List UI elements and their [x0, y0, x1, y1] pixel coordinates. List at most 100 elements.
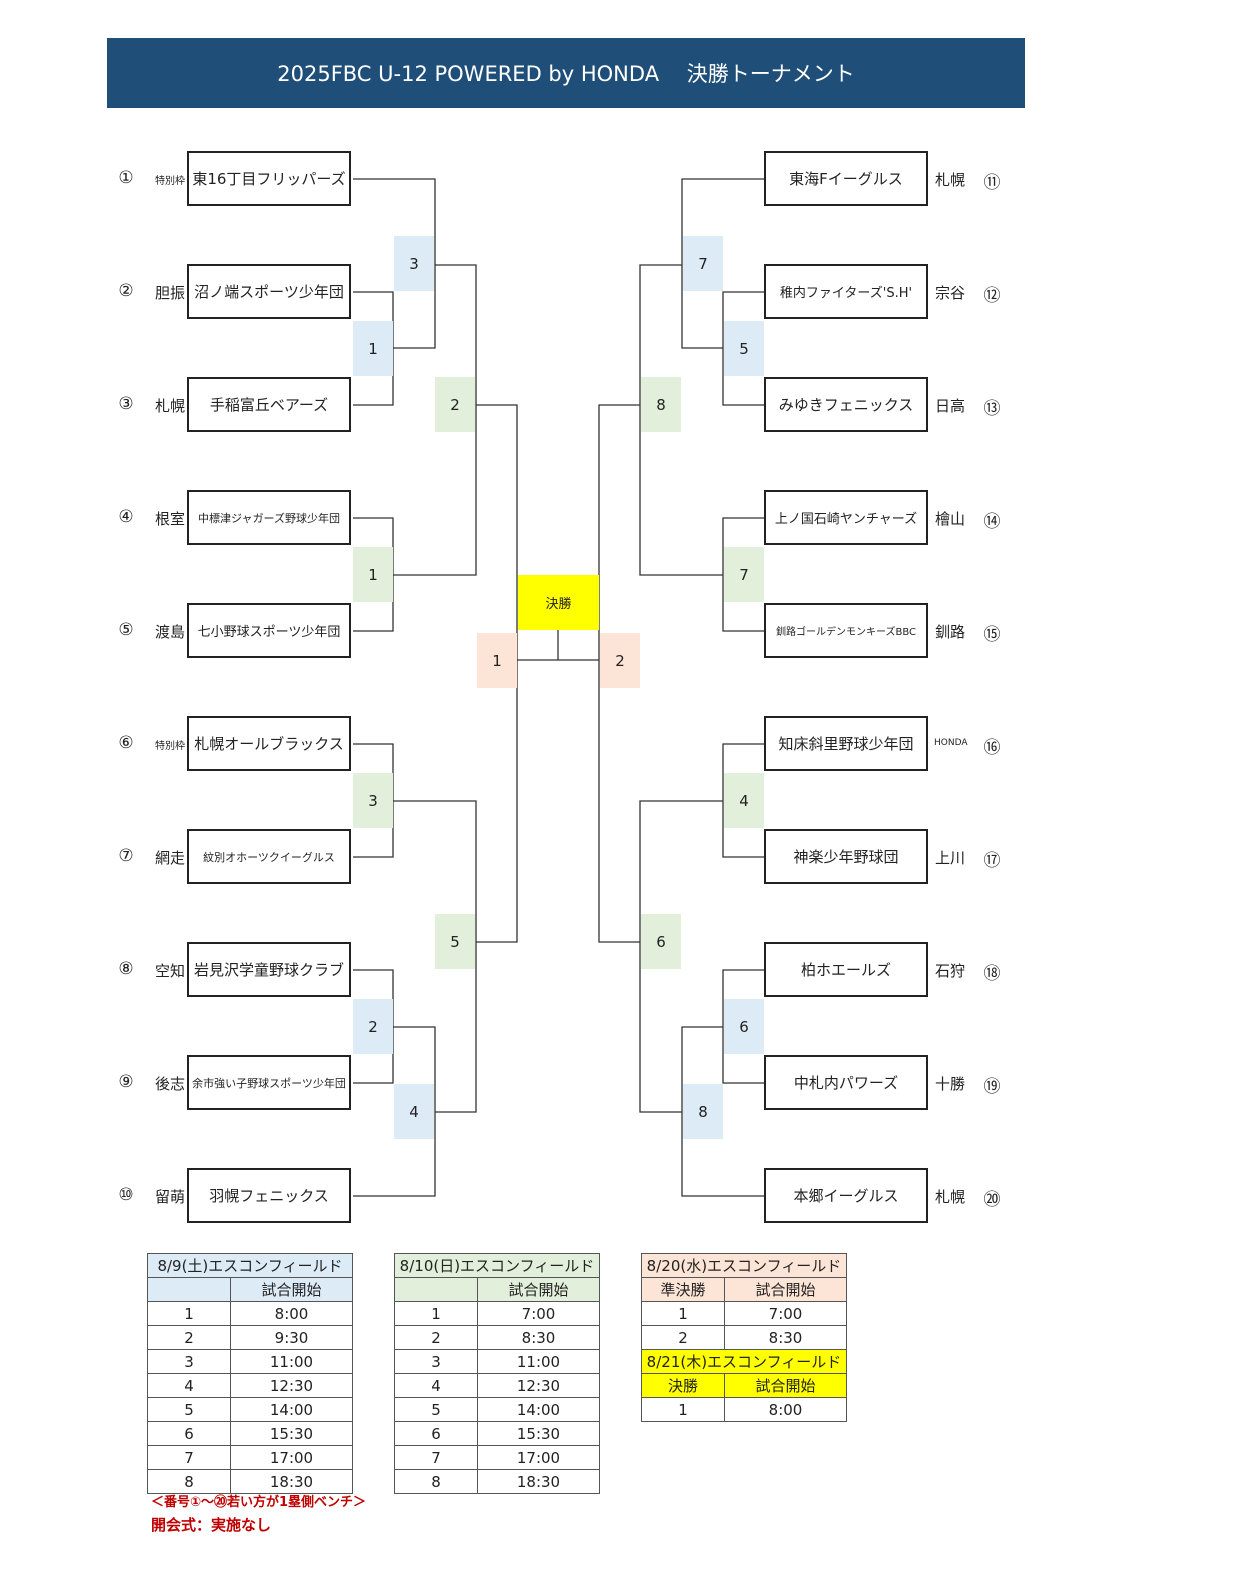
- team-region: HONDA: [934, 738, 968, 748]
- match-box-day1-1: 1: [353, 321, 393, 376]
- seed-number: ②: [118, 281, 134, 301]
- bench-note: ＜番号①～⑳若い方が1塁側ベンチ＞: [151, 1495, 367, 1510]
- team-region: 十勝: [935, 1075, 966, 1093]
- team-region: 宗谷: [935, 284, 966, 302]
- seed-number: ⑫: [983, 286, 1001, 306]
- team-name: 沼ノ端スポーツ少年団: [187, 264, 351, 319]
- match-box-day1-8: 8: [683, 1084, 723, 1139]
- team-name: 岩見沢学童野球クラブ: [187, 942, 351, 997]
- seed-number: ⑬: [983, 399, 1001, 419]
- seed-number: ③: [118, 394, 134, 414]
- team-region: 特別枠: [155, 176, 185, 187]
- seed-number: ⑥: [118, 733, 134, 753]
- final-box: 決勝: [518, 575, 599, 630]
- team-name: 本郷イーグルス: [764, 1168, 928, 1223]
- team-region: 石狩: [935, 962, 966, 980]
- match-box-day1-7: 7: [683, 236, 723, 291]
- schedule-header: 8/10(日)エスコンフィールド: [394, 1253, 600, 1278]
- seed-number: ⑳: [983, 1190, 1001, 1210]
- team-name: 釧路ゴールデンモンキーズBBC: [764, 603, 928, 658]
- page-title: 2025FBC U-12 POWERED by HONDA 決勝トーナメント: [107, 38, 1025, 108]
- schedule-header-semifinal: 8/20(水)エスコンフィールド: [641, 1253, 847, 1278]
- seed-number: ⑱: [983, 964, 1001, 984]
- match-box-day2-8: 8: [641, 377, 681, 432]
- seed-number: ⑧: [118, 959, 134, 979]
- team-region: 特別枠: [155, 741, 185, 752]
- column-header-time: 試合開始: [724, 1277, 847, 1302]
- seed-number: ①: [118, 168, 134, 188]
- match-box-day1-4: 4: [394, 1084, 434, 1139]
- team-name: みゆきフェニックス: [764, 377, 928, 432]
- semifinal-box-2: 2: [600, 633, 640, 688]
- team-region: 札幌: [935, 1188, 966, 1206]
- team-name: 柏ホエールズ: [764, 942, 928, 997]
- seed-number: ⑨: [118, 1072, 134, 1092]
- match-box-day2-4: 4: [724, 773, 764, 828]
- match-box-day1-2: 2: [353, 999, 393, 1054]
- team-region: 空知: [154, 962, 185, 980]
- team-region: 上川: [935, 849, 966, 867]
- seed-number: ⑰: [983, 851, 1001, 871]
- team-region: 日高: [935, 397, 966, 415]
- match-box-day2-3: 3: [353, 773, 393, 828]
- team-region: 胆振: [154, 284, 185, 302]
- team-region: 釧路: [935, 623, 966, 641]
- team-name: 上ノ国石崎ヤンチャーズ: [764, 490, 928, 545]
- team-name: 羽幌フェニックス: [187, 1168, 351, 1223]
- ceremony-note: 開会式：実施なし: [151, 1516, 272, 1534]
- seed-number: ⑲: [983, 1077, 1001, 1097]
- team-region: 檜山: [935, 510, 966, 528]
- team-region: 留萌: [154, 1188, 185, 1206]
- semifinal-box-1: 1: [477, 633, 517, 688]
- team-name: 紋別オホーツクイーグルス: [187, 829, 351, 884]
- schedule-header: 8/9(土)エスコンフィールド: [147, 1253, 353, 1278]
- schedule-header-final: 8/21(木)エスコンフィールド: [641, 1349, 847, 1374]
- team-name: 中札内パワーズ: [764, 1055, 928, 1110]
- match-box-day1-3: 3: [394, 236, 434, 291]
- team-region: 渡島: [154, 623, 185, 641]
- column-header-time: 試合開始: [724, 1373, 847, 1398]
- team-name: 東海Fイーグルス: [764, 151, 928, 206]
- team-name: 手稲富丘ベアーズ: [187, 377, 351, 432]
- team-region: 札幌: [935, 171, 966, 189]
- seed-number: ⑮: [983, 625, 1001, 645]
- seed-number: ⑦: [118, 846, 134, 866]
- seed-number: ⑤: [118, 620, 134, 640]
- column-header-match: 決勝: [641, 1373, 725, 1398]
- match-box-day2-1: 1: [353, 547, 393, 602]
- team-region: 後志: [154, 1075, 185, 1093]
- team-region: 札幌: [154, 397, 185, 415]
- seed-number: ⑭: [983, 512, 1001, 532]
- match-box-day2-5: 5: [435, 914, 475, 969]
- team-name: 中標津ジャガーズ野球少年団: [187, 490, 351, 545]
- column-header-match: [147, 1277, 231, 1302]
- match-box-day2-6: 6: [641, 914, 681, 969]
- match-box-day2-7: 7: [724, 547, 764, 602]
- column-header-match: 準決勝: [641, 1277, 725, 1302]
- seed-number: ④: [118, 507, 134, 527]
- team-name: 東16丁目フリッパーズ: [187, 151, 351, 206]
- match-box-day2-2: 2: [435, 377, 475, 432]
- team-name: 札幌オールブラックス: [187, 716, 351, 771]
- seed-number: ⑯: [983, 738, 1001, 758]
- column-header-time: 試合開始: [230, 1277, 353, 1302]
- team-name: 余市強い子野球スポーツ少年団: [187, 1055, 351, 1110]
